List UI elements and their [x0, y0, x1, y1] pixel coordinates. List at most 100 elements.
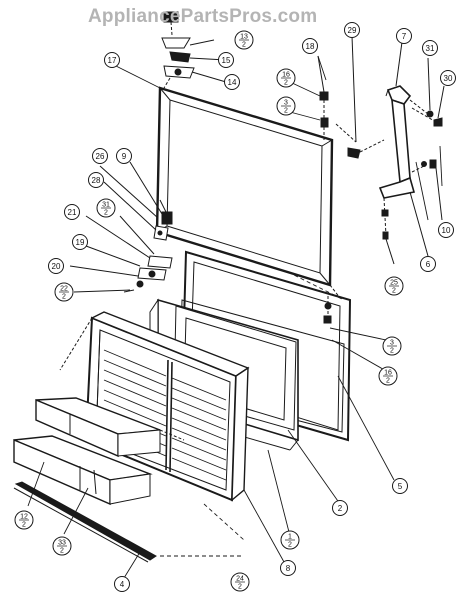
callout-circle [438, 222, 454, 238]
callout-denominator: 2 [288, 542, 292, 549]
callout-c8: 8 [280, 560, 296, 576]
callout-number: 25 [390, 280, 398, 287]
callout-c10: 10 [438, 222, 454, 238]
right-side-bracket [378, 41, 445, 265]
callout-number: 13 [240, 34, 248, 41]
callout-number: 4 [120, 580, 125, 589]
callout-number: 16 [282, 72, 290, 79]
callout-denominator: 2 [60, 548, 64, 555]
callout-c14: 14 [224, 74, 240, 90]
lower-filter-panels [13, 397, 185, 506]
callout-circle [392, 478, 408, 494]
top-bracket-assembly [161, 11, 227, 89]
callout-c28: 28 [88, 172, 104, 188]
callout-number: 10 [442, 226, 451, 235]
callout-c2: 2 [332, 500, 348, 516]
callout-number: 31 [102, 202, 110, 209]
callout-c7: 7 [396, 28, 412, 44]
callout-number: 14 [228, 78, 237, 87]
bottom-strip [13, 481, 157, 563]
assembly-lines [160, 271, 345, 557]
leader-lines [27, 55, 443, 579]
callout-denominator: 2 [242, 42, 246, 49]
callout-circle [88, 172, 104, 188]
callout-c15: 15 [218, 52, 234, 68]
callout-number: 2 [338, 504, 343, 513]
callout-number: 15 [222, 56, 231, 65]
callout-c18: 18 [302, 38, 318, 54]
callout-circle [332, 500, 348, 516]
callout-circle [116, 148, 132, 164]
callout-number: 16 [384, 370, 392, 377]
callout-denominator: 2 [386, 378, 390, 385]
frame-right-screws [317, 55, 329, 140]
callout-circle [72, 234, 88, 250]
callout-circle [396, 28, 412, 44]
callout-denominator: 2 [284, 108, 288, 115]
callout-number: 19 [76, 238, 85, 247]
callout-denominator: 2 [22, 522, 26, 529]
callout-c12: 122 [14, 510, 34, 530]
callout-c26: 26 [92, 148, 108, 164]
left-hinge-hardware [69, 161, 173, 293]
callout-circle [224, 74, 240, 90]
callout-number: 33 [58, 540, 66, 547]
callout-c21: 21 [64, 204, 80, 220]
callout-c30: 30 [440, 70, 456, 86]
callout-denominator: 2 [62, 294, 66, 301]
callout-c6: 6 [420, 256, 436, 272]
callout-circle [218, 52, 234, 68]
callout-number: 3 [284, 100, 288, 107]
callout-c25: 252 [384, 276, 404, 296]
callout-denominator: 2 [390, 348, 394, 355]
callout-circle [440, 70, 456, 86]
callout-c3a: 32 [276, 96, 296, 116]
callout-number: 31 [426, 44, 435, 53]
callout-number: 26 [96, 152, 105, 161]
callout-circle [302, 38, 318, 54]
callout-c13: 132 [234, 30, 254, 50]
callout-number: 3 [390, 340, 394, 347]
callout-c29: 29 [344, 22, 360, 38]
watermark: AppliancePartsPros.com [88, 6, 318, 27]
callout-number: 21 [68, 208, 77, 217]
callout-number: 30 [444, 74, 453, 83]
callout-denominator: 2 [392, 288, 396, 295]
callout-denominator: 2 [284, 80, 288, 87]
callout-number: 28 [92, 176, 101, 185]
callout-number: 20 [52, 262, 61, 271]
callout-number: 5 [398, 482, 403, 491]
callout-circle [48, 258, 64, 274]
callout-circle [114, 576, 130, 592]
callout-circle [64, 204, 80, 220]
callout-number: 9 [122, 152, 127, 161]
callout-number: 12 [20, 514, 28, 521]
callout-number: 8 [286, 564, 291, 573]
callout-c5: 5 [392, 478, 408, 494]
callout-denominator: 2 [238, 584, 242, 591]
callout-c24: 242 [230, 572, 250, 592]
callout-circle [344, 22, 360, 38]
front-frame [155, 86, 334, 287]
part-29-clip [335, 35, 385, 159]
callout-circle [92, 148, 108, 164]
callout-number: 17 [108, 56, 117, 65]
callout-denominator: 2 [104, 210, 108, 217]
callout-c20: 20 [48, 258, 64, 274]
callout-c3b: 32 [382, 336, 402, 356]
callout-number: 7 [402, 32, 407, 41]
callout-number: 22 [60, 286, 68, 293]
callout-circle [104, 52, 120, 68]
callout-c31: 31 [422, 40, 438, 56]
callout-circle [420, 256, 436, 272]
callout-c1: 12 [280, 530, 300, 550]
callout-circle [280, 560, 296, 576]
callout-c16b: 162 [378, 366, 398, 386]
callout-number: 24 [236, 576, 244, 583]
callout-c31b: 312 [96, 198, 116, 218]
callout-c17: 17 [104, 52, 120, 68]
callout-circle [422, 40, 438, 56]
